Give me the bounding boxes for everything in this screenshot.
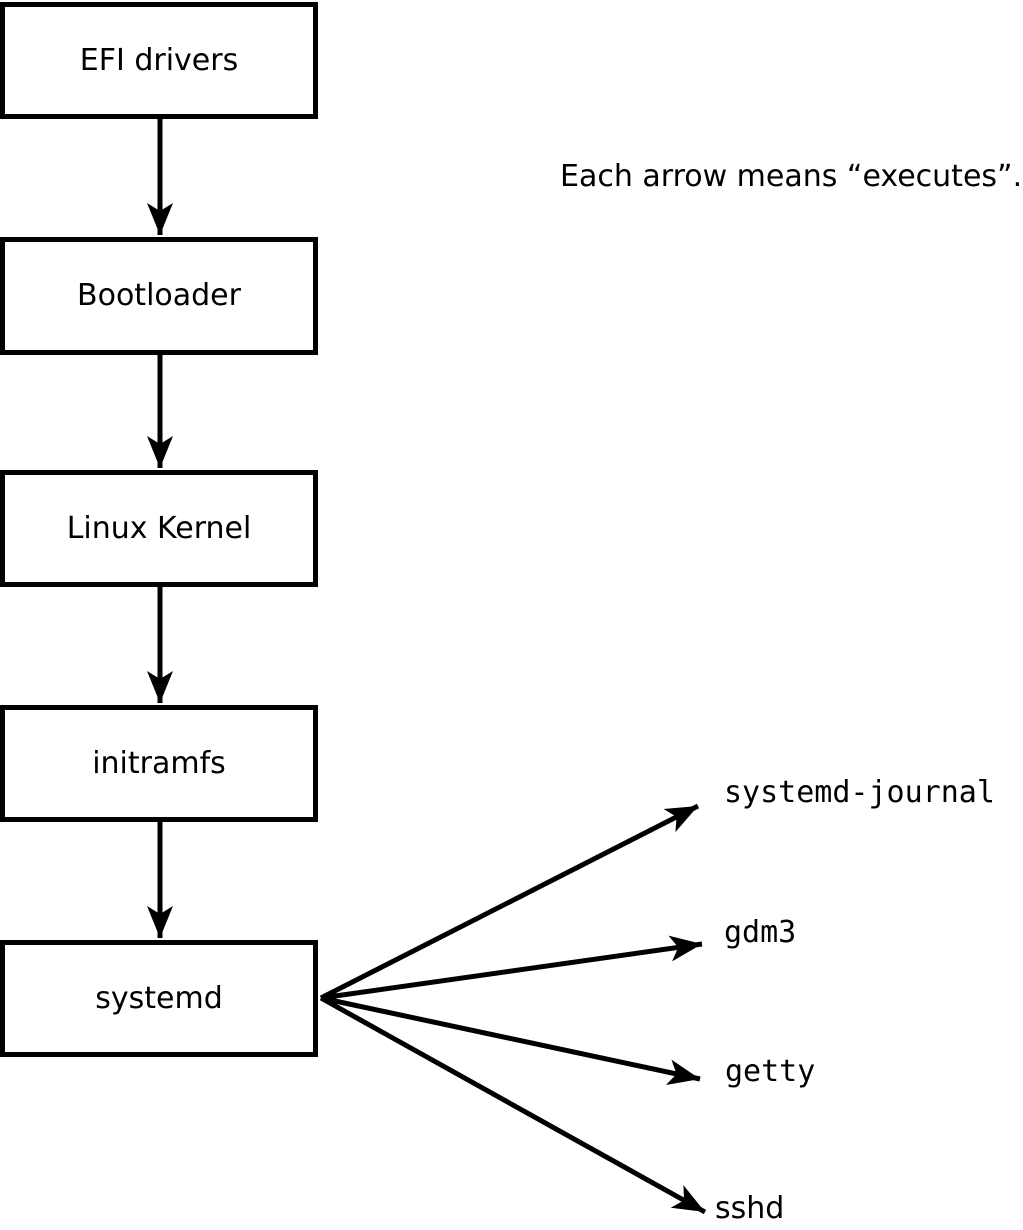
box-linux-kernel: Linux Kernel [0, 470, 318, 587]
label-sshd: sshd [715, 1191, 785, 1226]
box-bootloader-label: Bootloader [77, 278, 241, 313]
box-bootloader: Bootloader [0, 237, 318, 355]
arrow-systemd-to-systemd-journal [319, 803, 700, 1001]
label-gdm3: gdm3 [724, 915, 797, 950]
box-systemd: systemd [0, 940, 318, 1057]
box-efi-drivers: EFI drivers [0, 2, 318, 119]
arrow-systemd-to-getty [320, 995, 701, 1086]
arrow-systemd-to-sshd [319, 995, 707, 1215]
box-linux-kernel-label: Linux Kernel [66, 510, 252, 546]
label-getty: getty [725, 1054, 816, 1089]
box-initramfs: initramfs [0, 705, 318, 822]
arrow-systemd-to-gdm3 [320, 935, 703, 1001]
legend-note: Each arrow means “executes”. [560, 159, 1023, 194]
box-efi-drivers-label: EFI drivers [79, 42, 239, 78]
box-initramfs-label: initramfs [92, 745, 226, 781]
box-systemd-label: systemd [95, 980, 223, 1016]
label-systemd-journal: systemd-journal [724, 775, 995, 810]
